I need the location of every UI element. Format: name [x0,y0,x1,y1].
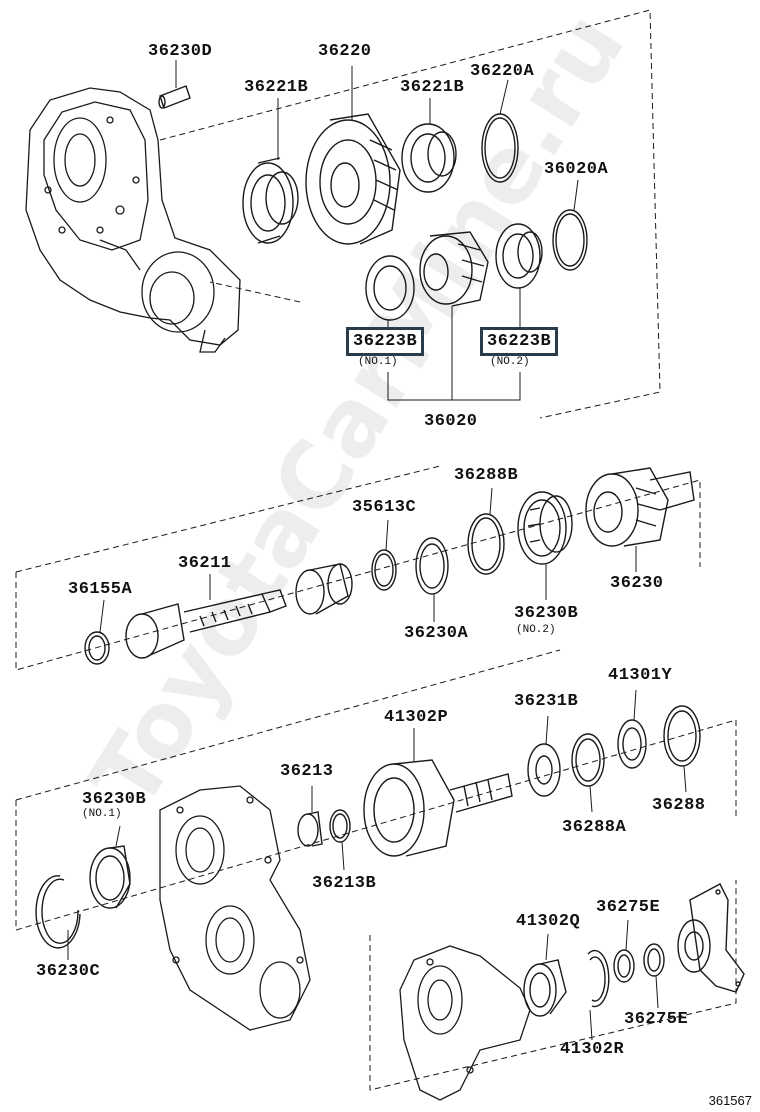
label-41302P[interactable]: 41302P [384,708,449,727]
label-36220A[interactable]: 36220A [470,62,535,81]
label-36230D[interactable]: 36230D [148,42,213,61]
ring-36213B [329,809,351,871]
label-36230A[interactable]: 36230A [404,624,469,643]
snap-ring-36220A [481,79,519,183]
label-36223B-no1[interactable]: 36223B [346,327,425,356]
collar-sleeve [295,563,353,615]
extension-housing [399,945,531,1101]
sublabel-36223B-no1: (NO.1) [358,356,398,368]
washer-36288 [663,705,701,793]
drum-41302P [363,728,513,857]
label-41301Y[interactable]: 41301Y [608,666,673,685]
ring-36288B [467,487,505,575]
label-35613C[interactable]: 35613C [352,498,417,517]
label-36223B-no2[interactable]: 36223B [480,327,559,356]
label-36230B-no1[interactable]: 36230B [82,790,147,809]
label-36155A[interactable]: 36155A [68,580,133,599]
pin-36230D [158,60,191,109]
label-41302R[interactable]: 41302R [560,1040,625,1059]
leader-bracket-36223B [387,372,521,401]
washer-36230A [415,537,449,622]
label-36221B-right[interactable]: 36221B [400,78,465,97]
figure-code: 361567 [708,1093,752,1108]
label-36231B[interactable]: 36231B [514,692,579,711]
seal-41301Y [617,689,647,769]
sublabel-36230B-no1: (NO.1) [82,808,122,820]
sublabel-36230B-no2: (NO.2) [516,624,556,636]
sublabel-36223B-no2: (NO.2) [490,356,530,368]
label-36213[interactable]: 36213 [280,762,334,781]
transfer-case-housing [25,87,241,353]
ring-36288A [571,733,605,813]
snap-ring-36230C [35,875,81,960]
bearing-36230B-no2 [517,491,573,600]
label-36020A[interactable]: 36020A [544,160,609,179]
label-36288A[interactable]: 36288A [562,818,627,837]
bearing-36230B-no1 [89,825,131,909]
washer-36231B [527,715,561,797]
snap-ring-41302R [587,949,610,1041]
ring-36020A [552,179,588,271]
companion-flange [677,883,745,993]
gear-36230 [585,467,695,572]
label-36275E-a[interactable]: 36275E [596,898,661,917]
label-36288B[interactable]: 36288B [454,466,519,485]
label-36230[interactable]: 36230 [610,574,664,593]
label-36230B-no2[interactable]: 36230B [514,604,579,623]
label-36230C[interactable]: 36230C [36,962,101,981]
shaft-36211 [125,574,287,659]
label-36020[interactable]: 36020 [424,412,478,431]
bearing-36221B-left [242,98,299,244]
label-36211[interactable]: 36211 [178,554,232,573]
gear-36020 [419,231,489,400]
bearing-36221B-right [401,98,457,193]
label-36288[interactable]: 36288 [652,796,706,815]
label-36275E-b[interactable]: 36275E [624,1010,689,1029]
snap-ring-35613C [371,519,397,591]
ring-36275E-b [643,943,665,1009]
bearing-36223B-no2 [495,223,543,330]
label-41302Q[interactable]: 41302Q [516,912,581,931]
group-boundaries [15,9,737,1091]
label-36220[interactable]: 36220 [318,42,372,61]
label-36213B[interactable]: 36213B [312,874,377,893]
ring-36275E-a [613,919,635,983]
bearing-41302Q [523,933,567,1017]
rear-housing [159,785,311,1031]
bearing-36213 [297,786,323,847]
label-36221B-left[interactable]: 36221B [244,78,309,97]
gear-36220 [305,66,401,245]
snap-ring-36155A [84,599,110,665]
